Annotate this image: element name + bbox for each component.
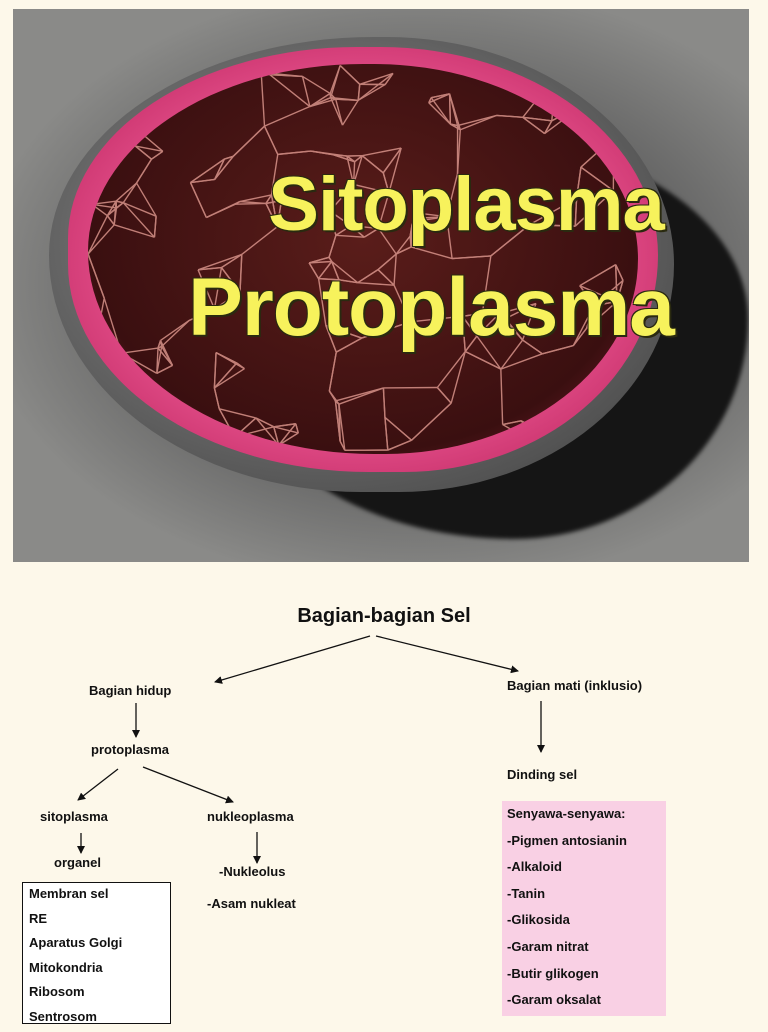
organel-item: Membran sel	[29, 885, 170, 910]
organel-item: Aparatus Golgi	[29, 934, 170, 959]
organel-item: Ribosom	[29, 983, 170, 1008]
organel-list-box: Membran sel RE Aparatus Golgi Mitokondri…	[22, 882, 171, 1024]
label-sitoplasma: sitoplasma	[40, 809, 108, 824]
senyawa-item: -Pigmen antosianin	[507, 832, 666, 859]
label-protoplasma: protoplasma	[91, 742, 169, 757]
label-asam-nukleat: -Asam nukleat	[207, 896, 296, 911]
arrow-to-bagian-hidup	[215, 636, 370, 682]
label-organel: organel	[54, 855, 101, 870]
label-nukleolus: -Nukleolus	[219, 864, 285, 879]
senyawa-heading: Senyawa-senyawa:	[507, 805, 666, 832]
label-bagian-hidup: Bagian hidup	[89, 683, 171, 698]
arrow-to-bagian-mati	[376, 636, 518, 671]
senyawa-item: -Alkaloid	[507, 858, 666, 885]
senyawa-item: -Tanin	[507, 885, 666, 912]
senyawa-item: -Glikosida	[507, 911, 666, 938]
label-dinding-sel: Dinding sel	[507, 767, 577, 782]
label-nukleoplasma: nukleoplasma	[207, 809, 294, 824]
senyawa-item: -Garam oksalat	[507, 991, 666, 1018]
organel-item: RE	[29, 910, 170, 935]
senyawa-item: -Garam nitrat	[507, 938, 666, 965]
arrow-to-nukleoplasma	[143, 767, 233, 802]
organel-item: Sentrosom	[29, 1008, 170, 1032]
senyawa-item: -Butir glikogen	[507, 965, 666, 992]
label-bagian-mati: Bagian mati (inklusio)	[507, 678, 642, 693]
arrow-to-sitoplasma	[78, 769, 118, 800]
organel-item: Mitokondria	[29, 959, 170, 984]
senyawa-list-box: Senyawa-senyawa: -Pigmen antosianin -Alk…	[502, 801, 666, 1016]
